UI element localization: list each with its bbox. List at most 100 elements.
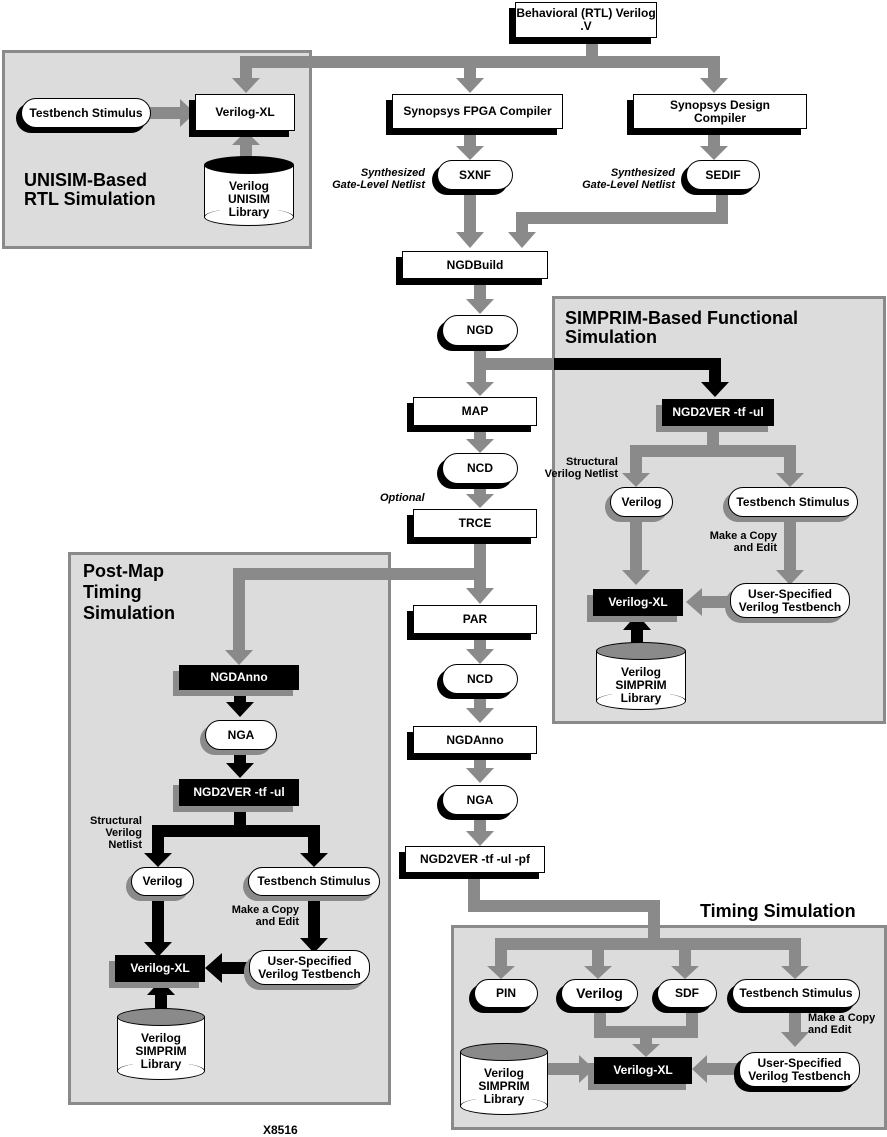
arrowhead-pin <box>487 966 515 979</box>
arrowhead-tb-xl <box>180 99 195 127</box>
sedif-to-ngdbuild <box>516 212 528 234</box>
timing-testbench-stimulus[interactable]: Testbench Stimulus <box>732 979 860 1008</box>
bus-pin <box>495 938 507 968</box>
post-map-panel-title: Post-Map Timing Simulation <box>83 561 176 623</box>
bus-sdf <box>679 938 691 968</box>
func-user-testbench[interactable]: User-Specified Verilog Testbench <box>730 583 850 618</box>
arrowhead-nga <box>466 768 494 783</box>
source-stem <box>586 36 598 58</box>
func-ngd2ver-down <box>707 426 719 450</box>
ngd-file[interactable]: NGD <box>442 315 518 346</box>
ncd-file-1[interactable]: NCD <box>442 453 518 484</box>
func-copy-note: Make a Copy and Edit <box>709 530 777 554</box>
fpga-to-sxnf-shaft <box>464 130 476 148</box>
nga-file[interactable]: NGA <box>442 785 518 815</box>
pm-testbench-stimulus[interactable]: Testbench Stimulus <box>248 867 380 896</box>
par[interactable]: PAR <box>413 605 537 634</box>
func-testbench-stimulus[interactable]: Testbench Stimulus <box>728 487 858 517</box>
arrowhead-map <box>466 382 494 396</box>
verilog-unisim-library[interactable]: Verilog UNISIM Library <box>204 156 294 226</box>
ngdbuild[interactable]: NGDBuild <box>402 251 548 279</box>
pm-structural-note: Structural Verilog Netlist <box>90 815 142 851</box>
sedif-file[interactable]: SEDIF <box>686 160 760 190</box>
simprim-functional-panel-title: SIMPRIM-Based Functional Simulation <box>565 308 799 347</box>
arrowhead-pm-verilog <box>144 853 172 867</box>
func-ngd2ver[interactable]: NGD2VER -tf -ul <box>662 399 774 426</box>
timing-simprim-library[interactable]: Verilog SIMPRIM Library <box>460 1043 548 1115</box>
timing-lib-shaft <box>547 1063 581 1075</box>
func-structural-note: Structural Verilog Netlist <box>544 456 618 480</box>
pm-simprim-library[interactable]: Verilog SIMPRIM Library <box>117 1008 205 1080</box>
ncd-to-ngdanno <box>474 694 486 710</box>
ngdanno[interactable]: NGDAnno <box>413 726 537 754</box>
arrowhead-func-tb <box>776 473 804 487</box>
arrowhead-trce <box>466 494 494 508</box>
arrowhead-func-lib <box>623 614 651 630</box>
func-verilog-down <box>630 517 642 572</box>
sxnf-to-ngdbuild-shaft <box>464 190 476 234</box>
arrowhead-sdf <box>671 966 699 979</box>
timing-verilog-xl[interactable]: Verilog-XL <box>594 1057 692 1084</box>
synopsys-fpga-compiler[interactable]: Synopsys FPGA Compiler <box>392 94 563 129</box>
unisim-testbench-stimulus[interactable]: Testbench Stimulus <box>21 98 151 128</box>
timing-copy-note: Make a Copy and Edit <box>808 1012 876 1036</box>
pm-user-testbench[interactable]: User-Specified Verilog Testbench <box>249 950 370 985</box>
ncd-file-2[interactable]: NCD <box>442 664 518 694</box>
synopsys-design-compiler[interactable]: Synopsys Design Compiler <box>633 94 807 129</box>
optional-note: Optional <box>380 492 425 504</box>
arrowhead-ngdanno <box>466 708 494 723</box>
func-simprim-library[interactable]: Verilog SIMPRIM Library <box>596 642 686 710</box>
pm-user-tb-shaft <box>220 962 248 974</box>
ngdanno-to-nga <box>474 754 486 770</box>
trce-to-par <box>474 538 486 590</box>
unisim-verilog-xl[interactable]: Verilog-XL <box>195 94 295 131</box>
arrowhead-timing-xl <box>632 1044 660 1057</box>
timing-feed-down <box>648 900 660 950</box>
timing-user-testbench[interactable]: User-Specified Verilog Testbench <box>739 1052 860 1087</box>
timing-verilog[interactable]: Verilog <box>561 979 638 1008</box>
ngd-branch-grey <box>474 358 554 370</box>
arrowhead-timing-user-tb <box>781 1032 809 1047</box>
pm-nga[interactable]: NGA <box>205 720 277 750</box>
arrowhead-timing-lib <box>579 1055 594 1083</box>
bus-to-fpga <box>464 56 476 80</box>
arrowhead-ngd2ver <box>466 831 494 846</box>
map-to-ncd <box>474 427 486 441</box>
behavioral-verilog-source[interactable]: Behavioral (RTL) Verilog .V <box>515 2 657 38</box>
func-bus <box>630 445 796 457</box>
func-verilog-xl[interactable]: Verilog-XL <box>593 589 683 616</box>
ngd2ver-main[interactable]: NGD2VER -tf -ul -pf <box>405 846 545 873</box>
func-tb-down <box>784 517 796 572</box>
black-arrows <box>144 358 729 1017</box>
timing-pin[interactable]: PIN <box>474 979 538 1008</box>
pm-ngdanno[interactable]: NGDAnno <box>179 665 299 690</box>
arrowhead-par <box>466 588 494 604</box>
pm-ngdanno-to-nga <box>234 690 246 704</box>
func-verilog[interactable]: Verilog <box>610 487 673 517</box>
arrowhead-pm-tb <box>300 853 328 867</box>
arrowhead-sxnf <box>456 146 484 160</box>
arrowhead-func-xl <box>622 570 650 585</box>
timing-user-tb-shaft <box>705 1063 739 1075</box>
timing-sdf[interactable]: SDF <box>657 979 717 1008</box>
map[interactable]: MAP <box>413 397 537 426</box>
pm-verilog-down <box>152 896 164 944</box>
bus-to-dc <box>708 56 720 80</box>
timing-panel-title: Timing Simulation <box>700 901 856 921</box>
bus-verilog <box>592 938 604 968</box>
func-user-tb-shaft <box>700 596 730 608</box>
arrowhead-dc <box>700 78 728 93</box>
arrowhead-ncd1 <box>466 439 494 453</box>
arrowhead-sedif <box>700 146 728 160</box>
bus-to-unisim <box>240 56 252 80</box>
pm-verilog-xl[interactable]: Verilog-XL <box>115 955 205 982</box>
trce[interactable]: TRCE <box>413 509 537 538</box>
pm-verilog[interactable]: Verilog <box>131 867 194 896</box>
dc-to-sedif-shaft <box>708 130 720 148</box>
sedif-netlist-note: Synthesized Gate-Level Netlist <box>582 167 675 191</box>
sxnf-netlist-note: Synthesized Gate-Level Netlist <box>332 167 425 191</box>
sxnf-file[interactable]: SXNF <box>437 160 513 190</box>
pm-ngd2ver[interactable]: NGD2VER -tf -ul <box>179 779 299 806</box>
bus-testbench <box>789 938 801 968</box>
